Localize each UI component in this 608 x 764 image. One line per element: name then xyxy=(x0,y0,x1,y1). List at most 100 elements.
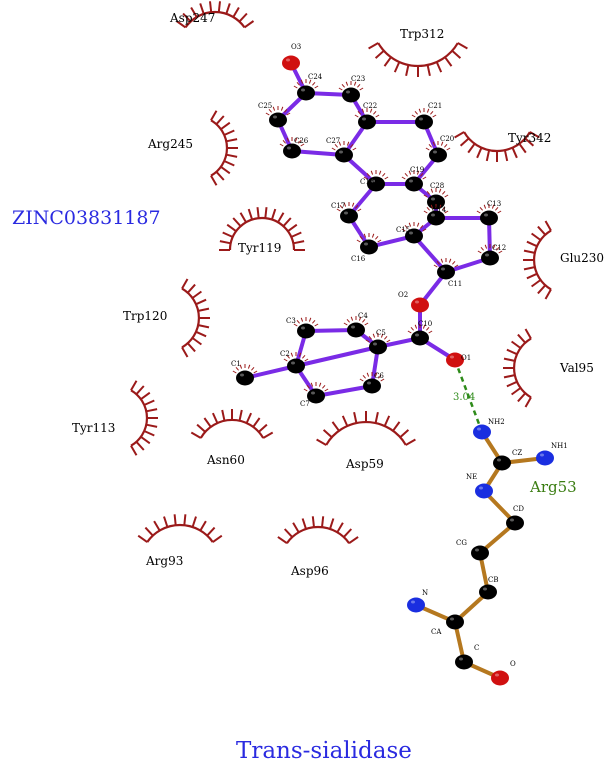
hydrophobic-arc-arg93: Arg93 xyxy=(137,514,223,568)
atoms-layer xyxy=(232,55,554,686)
ligand-atom-c2 xyxy=(283,352,309,374)
ligand-atom-label-o2: O2 xyxy=(398,291,408,299)
ligand-atom-label-c27: C27 xyxy=(326,137,340,145)
ligand-atom-label-c1: C1 xyxy=(231,360,241,368)
ligand-atom-o3 xyxy=(282,55,300,71)
hydrophobic-arc-val95: Val95 xyxy=(503,328,594,408)
ligand-atom-label-o1: O1 xyxy=(461,354,471,362)
hydrophobic-arc-asp59: Asp59 xyxy=(316,411,416,471)
arg53-atom-label-cb: CB xyxy=(488,576,499,584)
residue-label-trp120: Trp120 xyxy=(123,309,167,323)
arg53-atom-o xyxy=(491,670,509,686)
ligand-atom-label-c21: C21 xyxy=(428,102,442,110)
ligand-atom-c4 xyxy=(343,316,369,338)
ligand-atom-c27 xyxy=(331,141,357,163)
arg53-atom-nh1 xyxy=(536,450,554,466)
hydrophobic-arc-trp312: Trp312 xyxy=(368,27,468,77)
arg53-atom-label-o: O xyxy=(510,660,516,668)
residue-label-tyr119: Tyr119 xyxy=(238,241,281,255)
arg53-atom-cg xyxy=(471,545,489,561)
ligand-atom-c15 xyxy=(401,222,427,244)
ligand-atom-label-c23: C23 xyxy=(351,75,365,83)
ligand-atom-c21 xyxy=(411,108,437,130)
ligand-atom-label-c24: C24 xyxy=(308,73,323,81)
ligand-atom-c22 xyxy=(354,108,380,130)
ligand-atom-label-o3: O3 xyxy=(291,43,301,51)
ligand-atom-label-c10: C10 xyxy=(418,320,432,328)
ligand-atom-label-c2: C2 xyxy=(280,350,290,358)
ligand-atom-label-c4: C4 xyxy=(358,312,368,320)
hydrophobic-arc-asn60: Asn60 xyxy=(190,409,274,467)
hydrophobic-arc-asp96: Asp96 xyxy=(277,516,359,578)
residue-label-tyr342: Tyr342 xyxy=(508,131,551,145)
arg53-atom-label-cz: CZ xyxy=(512,449,522,457)
ligand-atom-c20 xyxy=(425,141,451,163)
ligand-atom-c6 xyxy=(359,372,385,394)
residue-label-trp312: Trp312 xyxy=(400,27,444,41)
ligand-atom-label-c14: C14 xyxy=(432,206,447,214)
ligand-atom-c7 xyxy=(303,382,329,404)
arg53-atom-label-ne: NE xyxy=(466,473,477,481)
ligand-atom-label-c28: C28 xyxy=(430,182,444,190)
ligand-atom-label-c25: C25 xyxy=(258,102,272,110)
ligand-atom-label-c26: C26 xyxy=(294,137,309,145)
arg53-atom-ne xyxy=(475,483,493,499)
ligand-atom-label-c6: C6 xyxy=(374,372,384,380)
arg53-atom-cb xyxy=(479,584,497,600)
ligand-atom-c1 xyxy=(232,364,258,386)
ligand-atom-c17 xyxy=(336,202,362,224)
ligand-atom-label-c20: C20 xyxy=(440,135,454,143)
ligand-atom-c13 xyxy=(476,204,502,226)
ligand-atom-label-c15: C15 xyxy=(396,226,410,234)
hbond-layer xyxy=(453,359,484,433)
arg53-atom-label-cg: CG xyxy=(456,539,467,547)
ligand-atom-label-c11: C11 xyxy=(448,280,462,288)
protein-name: Trans-sialidase xyxy=(236,738,412,764)
ligand-atom-c16 xyxy=(356,233,382,255)
ligand-atom-label-c19: C19 xyxy=(410,166,424,174)
arg53-atom-c xyxy=(455,654,473,670)
ligand-atom-o2 xyxy=(411,297,429,313)
residue-label-asp247: Asp247 xyxy=(169,11,215,25)
ligand-atom-label-c5: C5 xyxy=(376,329,386,337)
ligand-atom-label-c12: C12 xyxy=(492,244,506,252)
ligand-atom-label-c7: C7 xyxy=(300,400,310,408)
residue-label-asp96: Asp96 xyxy=(290,564,329,578)
ligand-atom-c25 xyxy=(265,106,291,128)
ligand-atom-label-c3: C3 xyxy=(286,317,296,325)
hydrophobic-arc-asp247: Asp247 xyxy=(169,1,255,29)
hbond-o1-nh2 xyxy=(453,359,484,433)
ligand-bond-c2-c5 xyxy=(294,345,380,368)
arg53-atom-nh2 xyxy=(473,424,491,440)
ligand-atom-c24 xyxy=(293,79,319,101)
hydrophobic-arc-trp120: Trp120 xyxy=(123,278,210,358)
ligand-atom-c10 xyxy=(407,324,433,346)
ligand-atom-c3 xyxy=(293,317,319,339)
arg53-atom-cz xyxy=(493,455,511,471)
ligand-atom-c26 xyxy=(279,137,305,159)
ligand-atom-label-c22: C22 xyxy=(363,102,377,110)
residue-label-val95: Val95 xyxy=(559,361,594,375)
ligand-atom-c14 xyxy=(423,204,449,226)
ligand-atom-c23 xyxy=(338,81,364,103)
ligand-atom-label-c17: C17 xyxy=(331,202,345,210)
residue-label-tyr113: Tyr113 xyxy=(72,421,115,435)
hydrophobic-arc-tyr119: Tyr119 xyxy=(219,207,305,255)
ligand-atom-label-c18: C18 xyxy=(360,178,374,186)
hydrophobic-arc-arg245: Arg245 xyxy=(147,110,238,186)
arg53-atom-label-nh1: NH1 xyxy=(551,442,568,450)
arg53-atom-cd xyxy=(506,515,524,531)
ligand-atom-label-c16: C16 xyxy=(351,255,366,263)
arg53-atom-n xyxy=(407,597,425,613)
ligand-atom-o1 xyxy=(446,352,464,368)
hbond-distance-label: 3.04 xyxy=(453,392,475,403)
arg53-atom-ca xyxy=(446,614,464,630)
hydrophobic-arc-tyr342: Tyr342 xyxy=(454,131,551,162)
arg53-atom-label-cd: CD xyxy=(513,505,524,513)
arg53-atom-label-nh2: NH2 xyxy=(488,418,505,426)
ligand-atom-c18 xyxy=(363,170,389,192)
arg53-atom-label-ca: CA xyxy=(431,628,442,636)
